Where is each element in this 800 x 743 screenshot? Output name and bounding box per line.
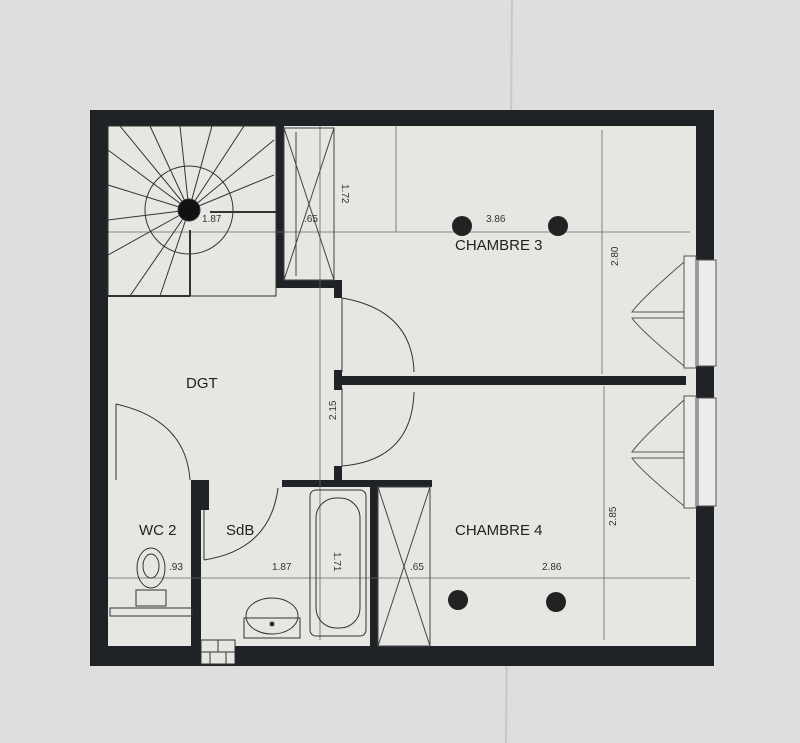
wall-closet1-stub bbox=[334, 280, 342, 298]
window-swings bbox=[631, 261, 685, 507]
washbasin bbox=[243, 597, 301, 639]
closet-1 bbox=[283, 127, 335, 281]
wall-right-lower bbox=[696, 506, 714, 666]
window-frame-1 bbox=[683, 255, 697, 369]
outer-walls bbox=[90, 110, 714, 666]
wall-right-upper bbox=[696, 110, 714, 260]
door-chambre3[interactable] bbox=[341, 297, 415, 373]
dim-closet1-length: 1.72 bbox=[339, 184, 350, 204]
window-chambre4 bbox=[697, 397, 717, 507]
wall-bath-top bbox=[282, 480, 432, 487]
wall-bottom bbox=[90, 646, 710, 666]
bathtub bbox=[309, 489, 367, 637]
stair-post bbox=[177, 198, 201, 222]
doors[interactable] bbox=[115, 297, 415, 561]
dim-bath-length: 1.71 bbox=[331, 552, 342, 572]
spiral-staircase[interactable] bbox=[107, 125, 277, 297]
interior-walls bbox=[191, 125, 686, 647]
wall-top bbox=[90, 110, 714, 126]
dim-chambre3-width: 3.86 bbox=[486, 214, 506, 225]
room-label-wc2: WC 2 bbox=[139, 522, 177, 539]
punch-holes bbox=[448, 216, 568, 612]
room-label-chambre3: CHAMBRE 3 bbox=[455, 237, 543, 254]
dim-chambre4-width: 2.86 bbox=[542, 562, 562, 573]
dim-wc-width: .93 bbox=[169, 562, 183, 573]
wall-bath-stub bbox=[334, 466, 342, 486]
window-chambre3 bbox=[697, 259, 717, 367]
wall-closet1-bottom bbox=[276, 280, 342, 288]
wall-closet2-left bbox=[370, 485, 378, 647]
windows bbox=[683, 255, 717, 509]
wall-bedrooms-divider bbox=[334, 376, 686, 385]
dimension-lines bbox=[108, 126, 690, 646]
closet-2 bbox=[377, 486, 431, 647]
wall-closet1-left bbox=[276, 125, 284, 285]
dim-dgt-width: 2.15 bbox=[328, 400, 339, 420]
dim-closet1-depth: .65 bbox=[304, 214, 318, 225]
dim-stair-width: 1.87 bbox=[202, 214, 222, 225]
dim-sdb-width: 1.87 bbox=[272, 562, 292, 573]
wall-wc-right bbox=[191, 480, 201, 647]
brick-vent bbox=[200, 639, 236, 665]
room-label-chambre4: CHAMBRE 4 bbox=[455, 522, 543, 539]
toilet bbox=[109, 547, 193, 617]
window-frame-2 bbox=[683, 395, 697, 509]
door-wc[interactable] bbox=[115, 403, 191, 481]
dim-chambre4-depth: 2.85 bbox=[608, 506, 619, 526]
wall-left bbox=[90, 110, 108, 666]
room-label-dgt: DGT bbox=[186, 375, 218, 392]
wall-divider-stub bbox=[334, 370, 342, 390]
stair-core bbox=[144, 165, 234, 255]
door-sdb[interactable] bbox=[203, 487, 279, 561]
door-chambre4[interactable] bbox=[341, 388, 415, 467]
room-label-sdb: SdB bbox=[226, 522, 254, 539]
dim-chambre3-depth: 2.80 bbox=[610, 246, 621, 266]
wall-wc-stub bbox=[201, 480, 209, 510]
wall-right-mid bbox=[696, 366, 714, 398]
dim-closet2-depth: .65 bbox=[410, 562, 424, 573]
